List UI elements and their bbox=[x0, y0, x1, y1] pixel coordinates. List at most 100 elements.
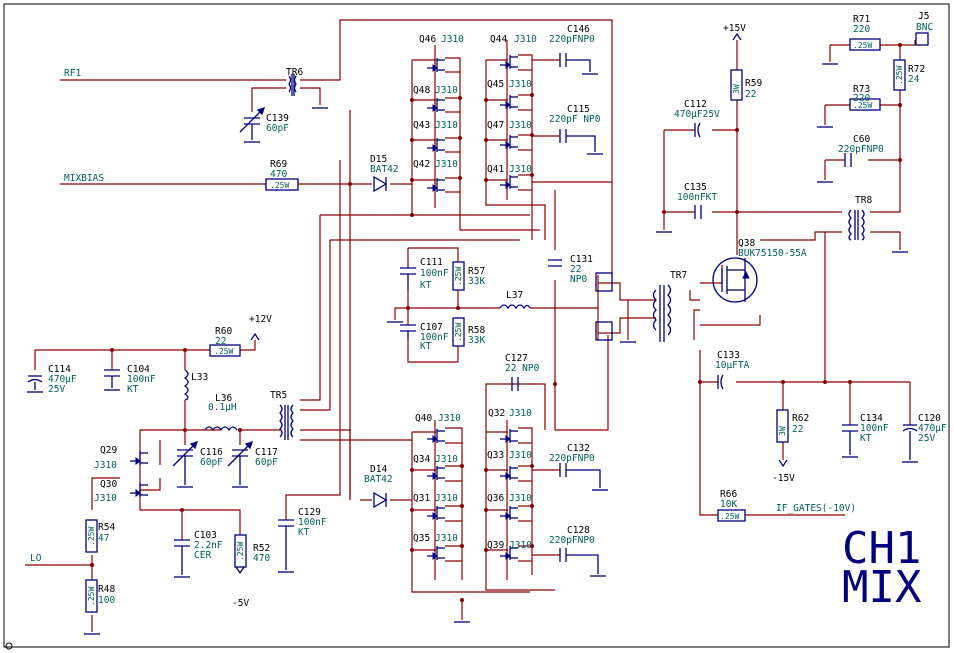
r66-ref: R66 bbox=[720, 489, 737, 500]
transistor-labels-bottom-left: Q40 Q34 Q31 Q35 J310 J310 J310 J310 bbox=[413, 413, 461, 544]
resistor-r54 bbox=[85, 519, 98, 553]
inductors bbox=[183, 304, 531, 432]
c107-value: 100nF bbox=[420, 332, 449, 343]
d14-value: BAT42 bbox=[364, 474, 393, 485]
r72-ref: R72 bbox=[908, 64, 925, 75]
r54-value: 47 bbox=[98, 533, 109, 544]
c111-type: KT bbox=[420, 280, 432, 291]
resistor-r59 bbox=[730, 69, 743, 101]
transistor-labels-top-left: Q46 Q48 Q43 Q42 J310 J310 J310 J310 bbox=[413, 34, 464, 170]
resistor-r60 bbox=[209, 344, 241, 357]
transistor-type: J310 bbox=[94, 493, 117, 504]
d14-ref: D14 bbox=[370, 464, 387, 475]
c120-voltage: 25V bbox=[918, 433, 935, 444]
r59-value: 22 bbox=[745, 89, 756, 100]
transistor-ref: Q43 bbox=[413, 120, 430, 131]
r57-value: 33K bbox=[468, 276, 485, 287]
resistor-r48 bbox=[85, 579, 98, 613]
transistor-type: J310 bbox=[514, 34, 537, 45]
transistor-ref: Q42 bbox=[413, 159, 430, 170]
capacitors bbox=[27, 53, 918, 575]
r48-rating: .25W bbox=[87, 587, 96, 606]
r54-ref: R54 bbox=[98, 522, 115, 533]
r58-ref: R58 bbox=[468, 325, 485, 336]
r72-rating: .25W bbox=[895, 66, 904, 85]
r62-ref: R62 bbox=[792, 413, 809, 424]
c111-ref: C111 bbox=[420, 257, 443, 268]
c104-value: 100nF bbox=[127, 374, 156, 385]
c114-ref: C114 bbox=[48, 364, 71, 375]
c107-type: KT bbox=[420, 341, 432, 352]
c135-value: 100nFKT bbox=[677, 192, 717, 203]
transistor-type: J310 bbox=[509, 79, 532, 90]
c103-ref: C103 bbox=[194, 530, 217, 541]
c132-ref: C132 bbox=[567, 443, 590, 454]
transistor-type: J310 bbox=[435, 159, 458, 170]
c112-value: 470µF25V bbox=[674, 109, 720, 120]
transistor-labels-top-right: Q44 Q45 Q47 Q41 J310 J310 J310 J310 bbox=[487, 34, 537, 175]
r69-ref: R69 bbox=[270, 159, 287, 170]
c131-value: 22 bbox=[570, 264, 581, 275]
c112-ref: C112 bbox=[684, 99, 707, 110]
l33-ref: L33 bbox=[191, 372, 208, 383]
tr5-ref: TR5 bbox=[270, 390, 287, 401]
transistor-type: J310 bbox=[438, 413, 461, 424]
bnc-connector bbox=[915, 32, 929, 46]
r57-ref: R57 bbox=[468, 266, 485, 277]
c133-ref: C133 bbox=[717, 350, 740, 361]
c131-type: NP0 bbox=[570, 274, 587, 285]
r59-ref: R59 bbox=[745, 78, 762, 89]
r62-value: 22 bbox=[792, 424, 803, 435]
transistor-ref: Q32 bbox=[488, 408, 505, 419]
c134-value: 100nF bbox=[860, 423, 889, 434]
r71-ref: R71 bbox=[853, 14, 870, 25]
mosfet-q38 bbox=[712, 257, 758, 303]
c146-ref: C146 bbox=[567, 24, 590, 35]
r69-rating: .25W bbox=[270, 181, 289, 190]
transistor-type: J310 bbox=[509, 120, 532, 131]
c60-value: 220pFNP0 bbox=[838, 144, 884, 155]
resistor-r73 bbox=[849, 98, 881, 111]
c120-ref: C120 bbox=[918, 413, 941, 424]
transistor-ref: Q36 bbox=[487, 493, 504, 504]
resistor-r58 bbox=[452, 317, 465, 347]
r48-ref: R48 bbox=[98, 584, 115, 595]
c129-value: 100nF bbox=[298, 517, 327, 528]
sheet-title-line2: MIX bbox=[842, 562, 922, 613]
power-n15: -15V bbox=[772, 473, 795, 484]
diode-d14 bbox=[373, 491, 388, 509]
r62-rating: 3W bbox=[778, 426, 787, 436]
tr7-ref: TR7 bbox=[670, 270, 687, 281]
r71-value: 220 bbox=[853, 24, 870, 35]
power-n5: -5V bbox=[232, 598, 249, 609]
c103-value: 2.2nF bbox=[194, 540, 223, 551]
transformer-tr6 bbox=[288, 74, 297, 96]
r73-ref: R73 bbox=[853, 84, 870, 95]
transistor-ref: Q40 bbox=[415, 413, 432, 424]
r54-rating: .25W bbox=[87, 527, 96, 546]
resistor-r66 bbox=[717, 509, 746, 522]
c111-value: 100nF bbox=[420, 268, 449, 279]
net-lo: LO bbox=[30, 553, 42, 564]
transistor-ref: Q39 bbox=[487, 540, 504, 551]
resistor-r62 bbox=[776, 409, 789, 443]
transistor-ref: Q45 bbox=[487, 79, 504, 90]
transistor-type: J310 bbox=[509, 450, 532, 461]
transistor-type: J310 bbox=[435, 533, 458, 544]
c127-value: 22 NP0 bbox=[505, 363, 540, 374]
c128-ref: C128 bbox=[567, 525, 590, 536]
transistor-ref: Q44 bbox=[490, 34, 507, 45]
r52-ref: R52 bbox=[253, 543, 270, 554]
r52-rating: .25W bbox=[236, 542, 245, 561]
transistor-ref: Q46 bbox=[419, 34, 436, 45]
c129-type: KT bbox=[298, 527, 310, 538]
r52-value: 470 bbox=[253, 553, 270, 564]
r57-rating: .25W bbox=[454, 267, 463, 286]
transformer-tr8 bbox=[848, 209, 865, 241]
sheet-title-line1: CH1 bbox=[842, 523, 921, 574]
tr6-ref: TR6 bbox=[286, 67, 303, 78]
transistor-ref: Q29 bbox=[100, 445, 117, 456]
c117-value: 60pF bbox=[255, 457, 278, 468]
r58-value: 33K bbox=[468, 335, 485, 346]
